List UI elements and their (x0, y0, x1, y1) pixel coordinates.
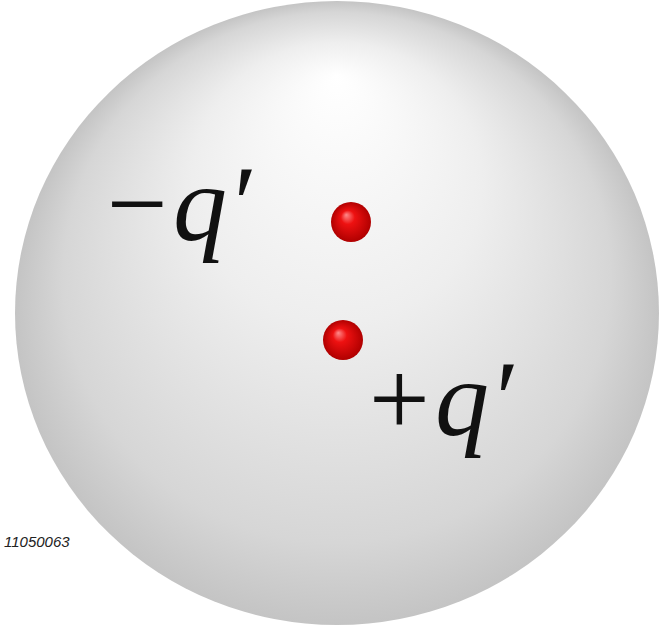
negative-charge (331, 202, 371, 242)
charge-label: −q′ (100, 150, 251, 258)
positive-charge (323, 320, 363, 360)
figure-code: 11050063 (4, 534, 70, 549)
sphere (15, 1, 659, 625)
charge-label: +q′ (362, 345, 513, 453)
